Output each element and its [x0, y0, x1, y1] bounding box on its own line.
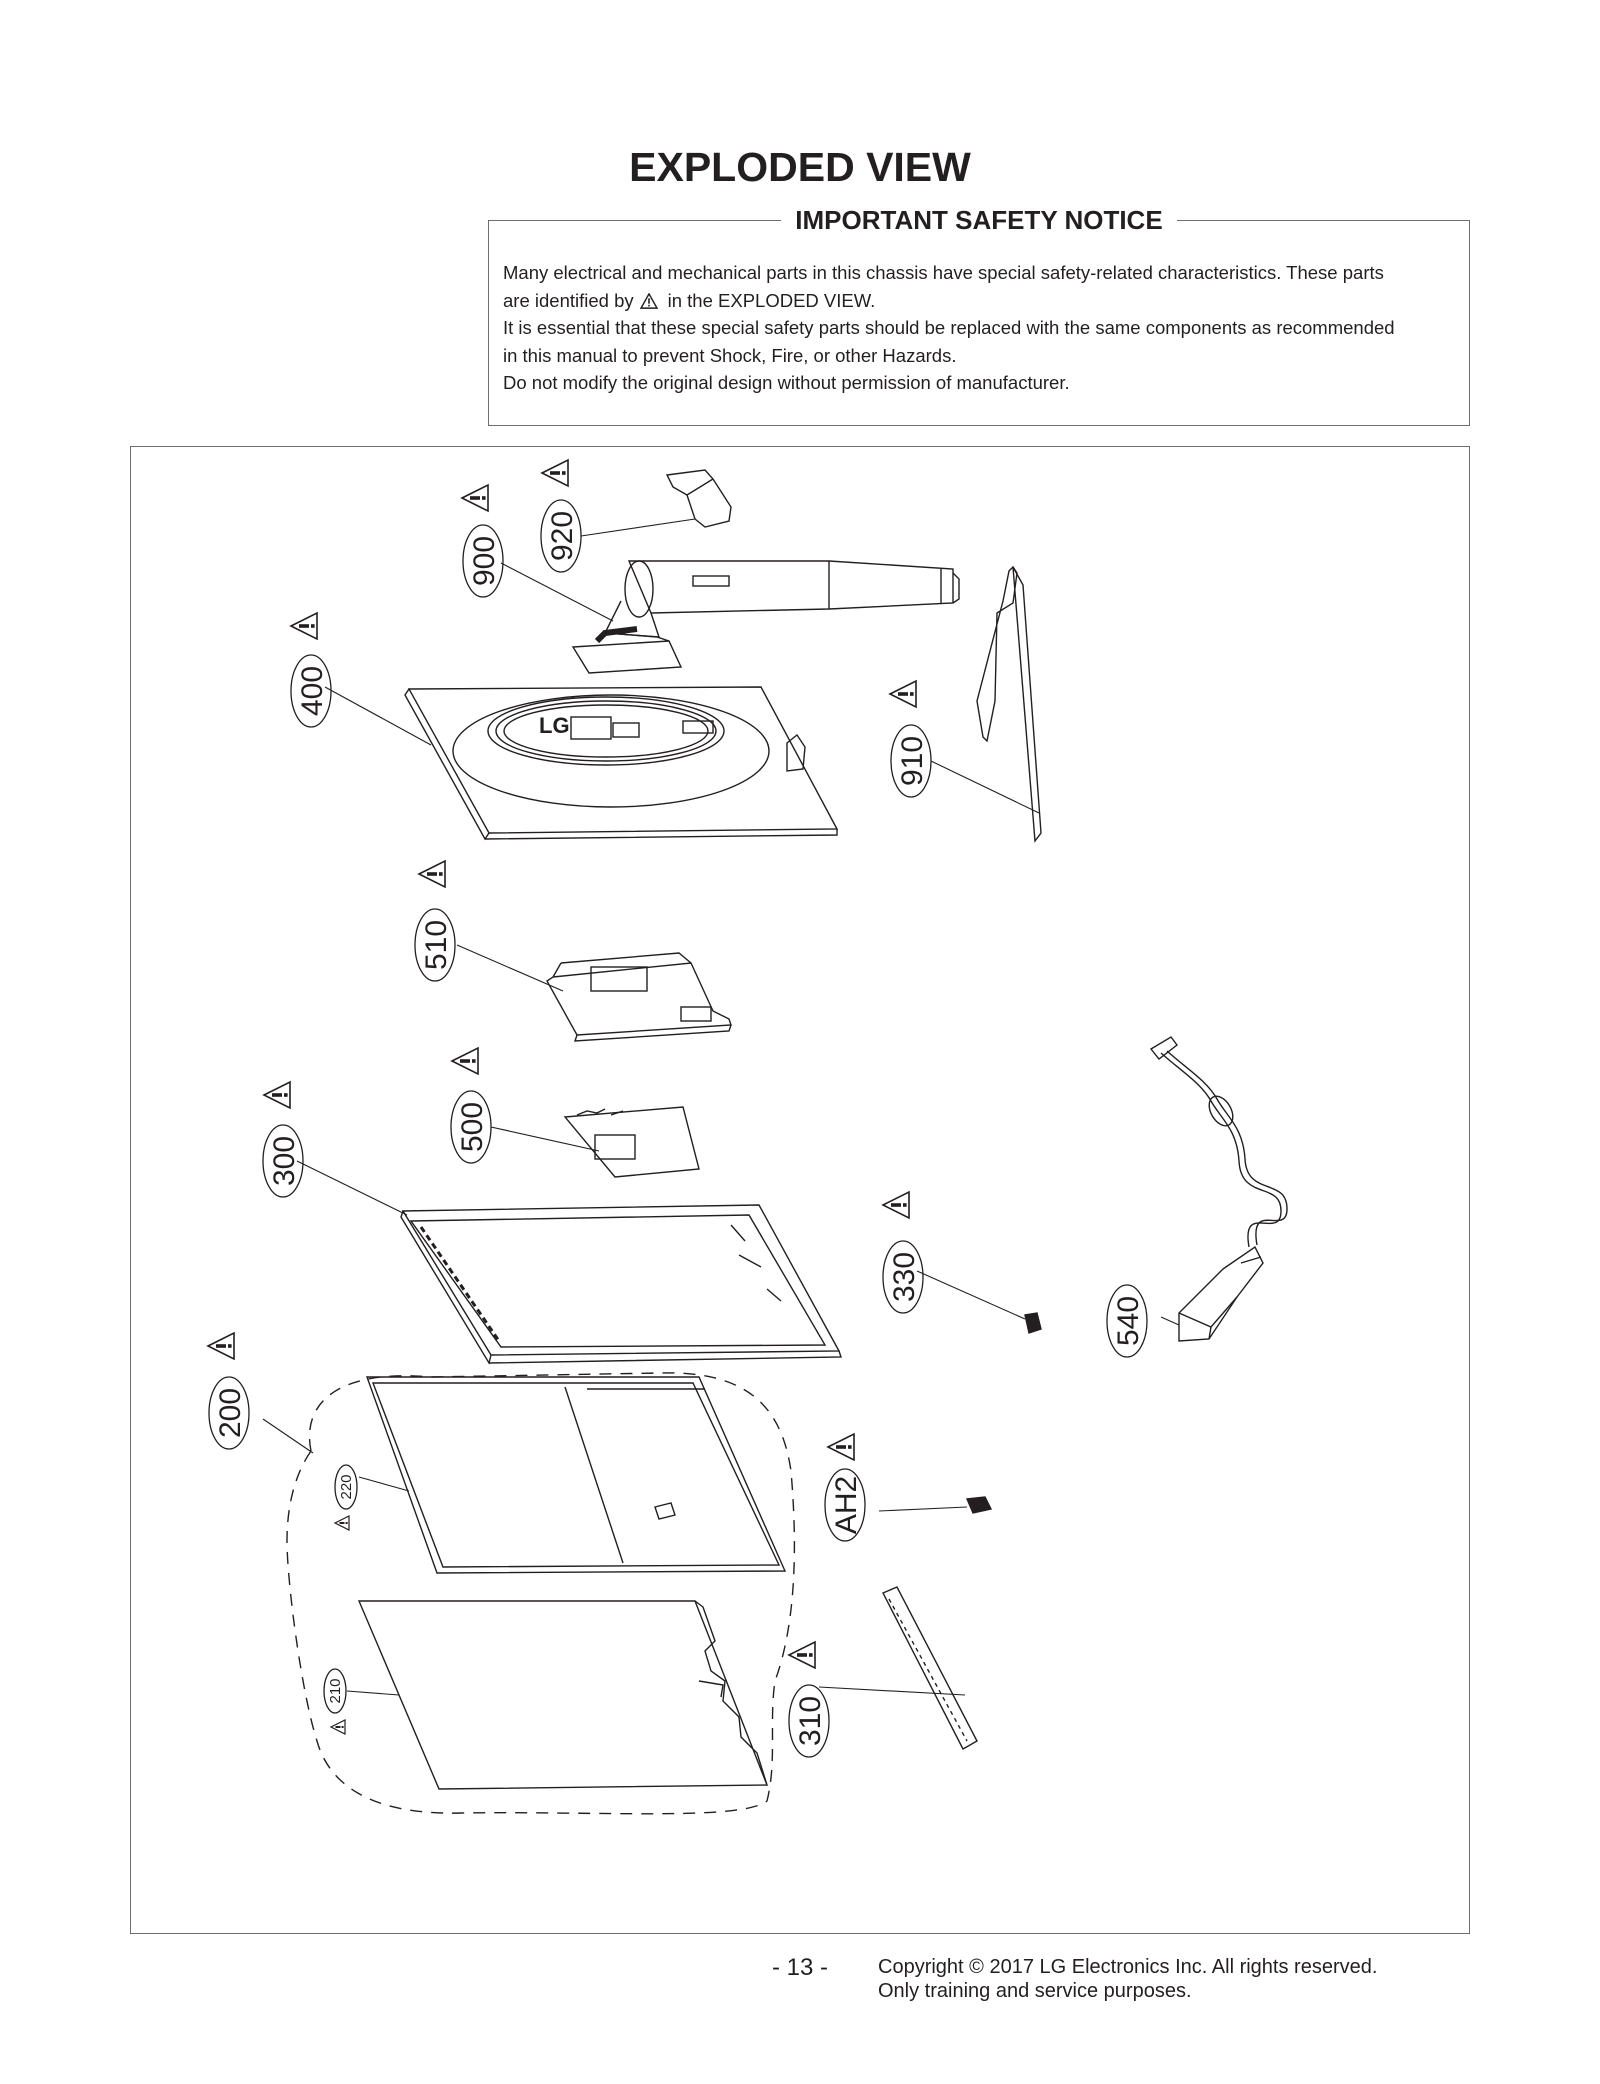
safety-notice-body: Many electrical and mechanical parts in …	[503, 259, 1457, 397]
notice-line-4: in this manual to prevent Shock, Fire, o…	[503, 344, 957, 366]
part-920-stand-cover	[665, 469, 732, 528]
callout-200: 200	[214, 1388, 247, 1438]
exploded-view-frame: LG	[130, 446, 1470, 1934]
warning-triangle-icon	[207, 459, 917, 1735]
page-title: EXPLODED VIEW	[629, 144, 971, 190]
part-300-middle-cabinet	[400, 1204, 842, 1365]
notice-line-3: It is essential that these special safet…	[503, 317, 1395, 338]
exploded-view-diagram: LG	[207, 459, 1288, 1815]
part-210-backlight	[357, 1600, 769, 1790]
callout-920: 920	[546, 511, 579, 561]
part-220-panel	[366, 1376, 787, 1574]
callout-900: 900	[468, 536, 501, 586]
part-540-adapter	[1149, 1036, 1288, 1342]
callout-330: 330	[888, 1252, 921, 1302]
callout-ah2: AH2	[830, 1476, 863, 1534]
callout-210: 210	[327, 1678, 344, 1703]
part-330-button	[1024, 1312, 1042, 1334]
safety-notice-heading: IMPORTANT SAFETY NOTICE	[781, 205, 1177, 235]
callout-400: 400	[296, 666, 329, 716]
copyright-line-2: Only training and service purposes.	[878, 1980, 1192, 2002]
notice-line-2: are identified by in the EXPLODED VIEW.	[503, 287, 1457, 315]
page-number: - 13 -	[772, 1954, 829, 1981]
callout-500: 500	[456, 1102, 489, 1152]
notice-line-5: Do not modify the original design withou…	[503, 372, 1070, 393]
part-400-back-cover	[404, 686, 839, 841]
callout-540: 540	[1112, 1296, 1145, 1346]
part-910-stand-base	[976, 565, 1042, 843]
callout-910: 910	[896, 736, 929, 786]
callout-300: 300	[268, 1136, 301, 1186]
lg-logo: LG	[539, 713, 570, 738]
callout-220: 220	[338, 1474, 355, 1499]
copyright-line-1: Copyright © 2017 LG Electronics Inc. All…	[878, 1956, 1378, 1978]
callout-ellipses	[208, 499, 1148, 1758]
copyright-notice: Copyright © 2017 LG Electronics Inc. All…	[878, 1955, 1377, 2003]
callout-510: 510	[420, 920, 453, 970]
part-ah2-screw	[965, 1496, 993, 1514]
safety-notice-box: IMPORTANT SAFETY NOTICE Many electrical …	[488, 205, 1470, 426]
part-500-sub-board	[563, 1106, 700, 1178]
notice-line-2-end: in the EXPLODED VIEW.	[667, 289, 876, 311]
warning-triangle-icon	[639, 292, 658, 309]
notice-line-1: Many electrical and mechanical parts in …	[503, 262, 1384, 283]
part-510-main-board	[546, 952, 732, 1042]
part-310-bracket	[882, 1586, 978, 1750]
part-200-dashed-group	[286, 1372, 796, 1815]
notice-line-2-start: are identified by	[503, 289, 634, 311]
callout-310: 310	[794, 1696, 827, 1746]
leader-lines	[262, 518, 1180, 1696]
part-900-stand-neck	[571, 560, 960, 674]
